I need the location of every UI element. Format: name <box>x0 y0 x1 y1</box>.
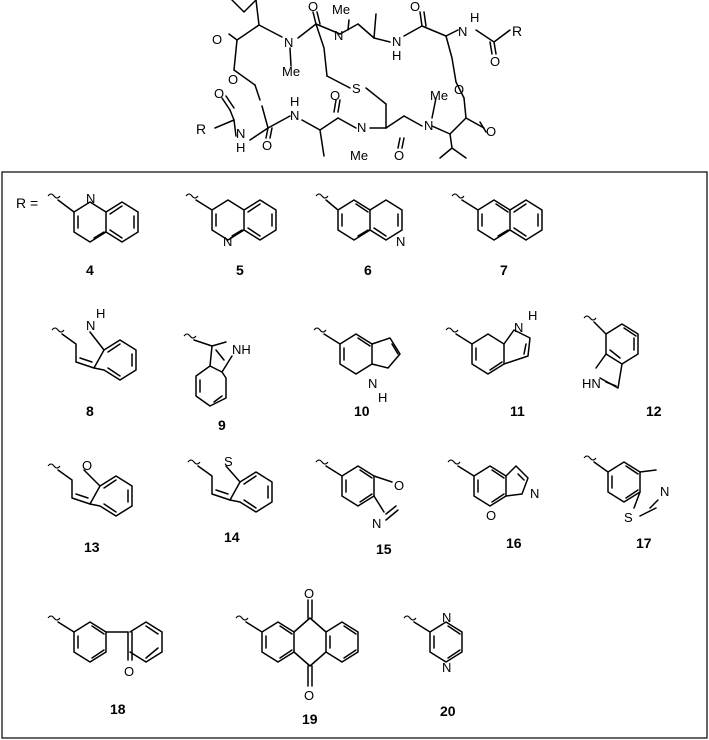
compound-8: H N 8 <box>51 306 137 419</box>
compound-6-atom-n: N <box>396 234 405 249</box>
compound-12-atom-hn: HN <box>582 376 601 391</box>
compound-18-label: 18 <box>110 701 126 717</box>
atom-h-top: H <box>392 48 401 63</box>
compound-11: H N 11 <box>445 308 537 419</box>
atom-o-c9: O <box>394 148 404 163</box>
compound-9-atom-nh: NH <box>232 342 251 357</box>
atom-n-me-right: N <box>424 118 433 133</box>
compound-17-atom-n: N <box>660 484 669 499</box>
compound-14-label: 14 <box>224 529 240 545</box>
substituent-frame <box>1 171 708 739</box>
compound-20-atom-n-top: N <box>442 610 451 625</box>
compound-8-atom-n: N <box>86 318 95 333</box>
compound-17-atom-s: S <box>624 510 633 525</box>
compound-20-label: 20 <box>440 703 456 719</box>
compound-9: NH 9 <box>183 333 251 433</box>
core-bonds <box>214 0 511 159</box>
atom-n-me-top: N <box>334 28 343 43</box>
atom-n-me-bottom: N <box>357 120 366 135</box>
compound-10-atom-h: H <box>378 390 387 405</box>
compound-16-label: 16 <box>506 535 522 551</box>
atom-nh-bottom: N <box>290 108 299 123</box>
atom-me-right: Me <box>430 88 448 103</box>
compound-10-label: 10 <box>354 403 370 419</box>
atom-h-top-right: H <box>470 10 479 25</box>
compound-19-atom-o-bottom: O <box>304 688 314 703</box>
compound-5-atom-n: N <box>223 234 232 249</box>
compound-5: N 5 <box>185 193 277 278</box>
r-group-top: R <box>512 23 522 39</box>
compound-10-atom-n: N <box>368 376 377 391</box>
compound-15-atom-o: O <box>394 478 404 493</box>
compound-10: N H 10 <box>313 327 401 419</box>
compound-8-atom-h: H <box>96 306 105 321</box>
compound-4-atom-n: N <box>86 191 95 206</box>
atom-o-c7: O <box>486 124 496 139</box>
compound-17: N S 17 <box>583 455 669 551</box>
atom-me-top: Me <box>332 2 350 17</box>
atom-o-amide-top: O <box>490 54 500 69</box>
atom-o-amide-bottom: O <box>214 86 224 101</box>
compound-6: N 6 <box>315 193 405 278</box>
atom-o-c11: O <box>330 88 340 103</box>
compound-11-label: 11 <box>510 403 525 419</box>
macrocycle-core: O O N Me O N Me O N H N H O R S O O N Me… <box>196 0 522 163</box>
compound-18: O 18 <box>47 615 163 717</box>
compound-15: O N 15 <box>315 459 404 557</box>
compound-4: N 4 <box>47 191 139 278</box>
atom-o-ring-right: O <box>454 82 464 97</box>
atom-o-c12: O <box>262 138 272 153</box>
compound-15-atom-n: N <box>372 516 381 531</box>
atom-h-bottom: H <box>290 94 299 109</box>
compound-13-label: 13 <box>84 539 100 555</box>
compound-9-label: 9 <box>218 417 226 433</box>
atom-o-c2: O <box>308 0 318 14</box>
compound-14: S 14 <box>187 454 273 545</box>
compound-7: 7 <box>451 193 543 278</box>
atom-nh-top: N <box>392 34 401 49</box>
compound-6-label: 6 <box>364 262 372 278</box>
compound-7-label: 7 <box>500 262 508 278</box>
compound-16-atom-o: O <box>486 508 496 523</box>
atom-o-c4: O <box>410 0 420 14</box>
compound-14-atom-s: S <box>224 454 233 469</box>
atom-me-left: Me <box>282 64 300 79</box>
compound-17-label: 17 <box>636 535 652 551</box>
compound-19-atom-o-top: O <box>304 586 314 601</box>
compound-11-atom-h: H <box>528 308 537 323</box>
compound-8-label: 8 <box>86 403 94 419</box>
compound-13-atom-o: O <box>82 458 92 473</box>
atom-nh-top-right: N <box>458 24 467 39</box>
atom-nh-bottom-left: N <box>236 126 245 141</box>
compound-18-atom-o: O <box>124 664 134 679</box>
compound-16: N O 16 <box>447 459 539 551</box>
compound-12: HN 12 <box>582 315 662 419</box>
r-group-bottom: R <box>196 121 206 137</box>
atom-h-bottom-left: H <box>236 140 245 155</box>
atom-o-ring-left: O <box>228 72 238 87</box>
atom-s-bridge: S <box>352 81 361 96</box>
compound-19: O O 19 <box>235 586 359 727</box>
compound-20-atom-n-bottom: N <box>442 660 451 675</box>
atom-n-me-left: N <box>284 35 293 50</box>
atom-o-top-left: O <box>212 32 222 47</box>
atom-me-bottom: Me <box>350 148 368 163</box>
r-equals-label: R = <box>16 195 38 211</box>
compound-11-atom-n: N <box>514 320 523 335</box>
compound-5-label: 5 <box>236 262 244 278</box>
compound-4-label: 4 <box>86 262 94 278</box>
compound-16-atom-n: N <box>530 486 539 501</box>
compound-15-label: 15 <box>376 541 392 557</box>
compound-20: N N 20 <box>403 610 463 719</box>
compound-12-label: 12 <box>646 403 662 419</box>
compound-13: O 13 <box>47 458 133 555</box>
compound-19-label: 19 <box>302 711 318 727</box>
